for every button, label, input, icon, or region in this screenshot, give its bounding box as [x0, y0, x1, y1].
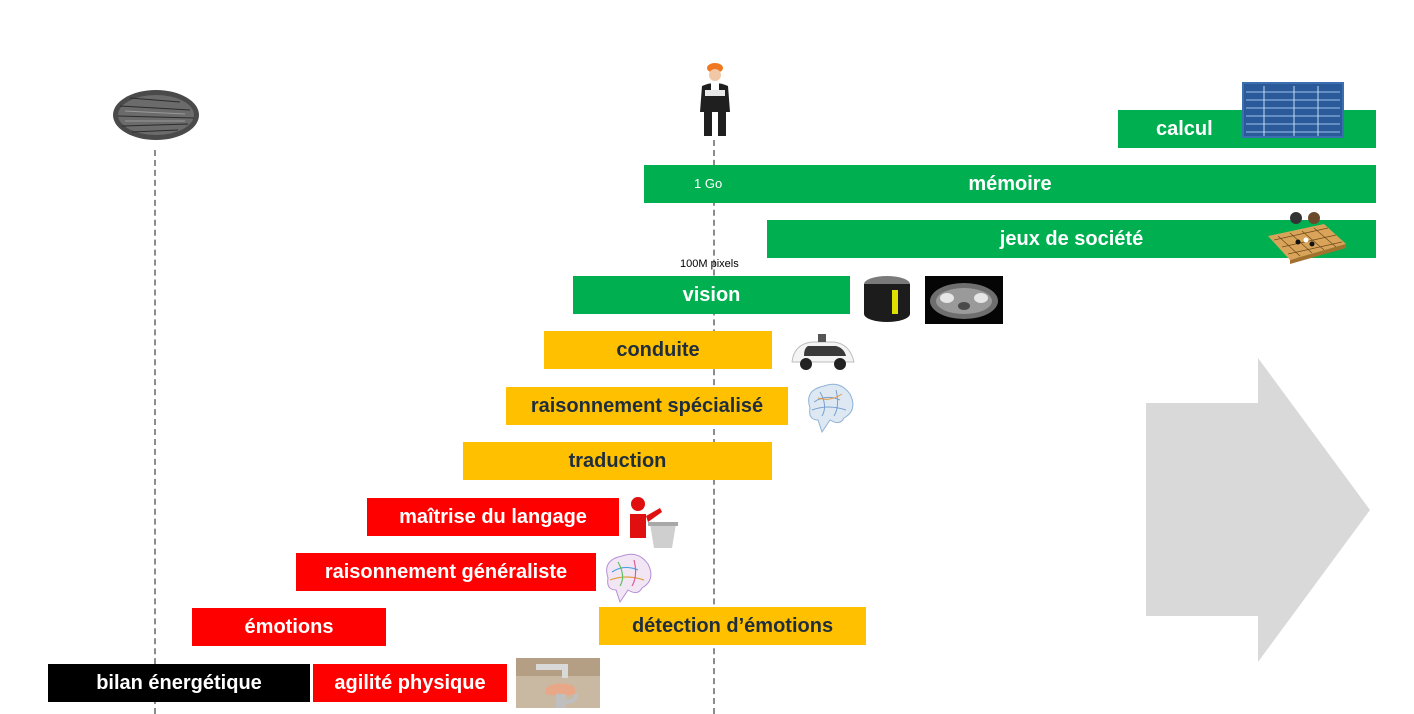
bar-agilite-physique: agilité physique	[313, 664, 507, 702]
paramecium-reference-line	[154, 150, 156, 714]
brain-icon	[808, 383, 854, 434]
bar-detection-emotions-label: détection d’émotions	[631, 614, 834, 637]
ct-scan-icon	[925, 276, 1003, 324]
hand-washing-icon	[516, 658, 600, 708]
vision-resolution-annotation: 100M pixels	[680, 258, 739, 270]
bar-jeux-label: jeux de société	[999, 227, 1144, 250]
bar-raisonnement-generaliste: raisonnement généraliste	[296, 553, 596, 591]
bar-raisonnement-specialise: raisonnement spécialisé	[506, 387, 788, 425]
bar-conduite: conduite	[544, 331, 772, 369]
brain-icon	[606, 553, 652, 604]
bar-memoire: mémoire	[644, 165, 1376, 203]
bar-maitrise-du-langage: maîtrise du langage	[367, 498, 619, 536]
bar-calcul-label: calcul	[1156, 117, 1213, 140]
bar-bilan-energetique-label: bilan énergétique	[96, 671, 262, 694]
bar-traduction-label: traduction	[568, 449, 667, 472]
bar-vision-label: vision	[682, 283, 741, 306]
human-reference-line	[713, 140, 715, 714]
spreadsheet-icon	[1242, 82, 1344, 138]
memory-size-annotation: 1 Go	[694, 176, 723, 191]
bar-bilan-energetique: bilan énergétique	[48, 664, 310, 702]
bar-vision: vision	[573, 276, 850, 314]
bar-traduction: traduction	[463, 442, 772, 480]
bar-agilite-physique-label: agilité physique	[334, 671, 486, 694]
human-icon	[700, 63, 730, 136]
progress-arrow-icon	[1146, 358, 1370, 662]
bar-memoire-label: mémoire	[968, 172, 1052, 195]
self-driving-car-icon	[791, 334, 855, 370]
lidar-sensor-icon	[864, 276, 910, 322]
paramecium-icon	[113, 90, 199, 140]
bar-maitrise-langage-label: maîtrise du langage	[399, 505, 587, 528]
bar-detection-emotions: détection d’émotions	[599, 607, 866, 645]
bar-raisonnement-generaliste-label: raisonnement généraliste	[324, 560, 568, 583]
speaker-podium-icon	[630, 497, 678, 548]
bar-emotions-label: émotions	[244, 615, 334, 638]
go-board-icon	[1268, 212, 1346, 264]
bar-conduite-label: conduite	[616, 338, 700, 361]
bar-emotions: émotions	[192, 608, 386, 646]
bar-raisonnement-specialise-label: raisonnement spécialisé	[530, 394, 764, 417]
